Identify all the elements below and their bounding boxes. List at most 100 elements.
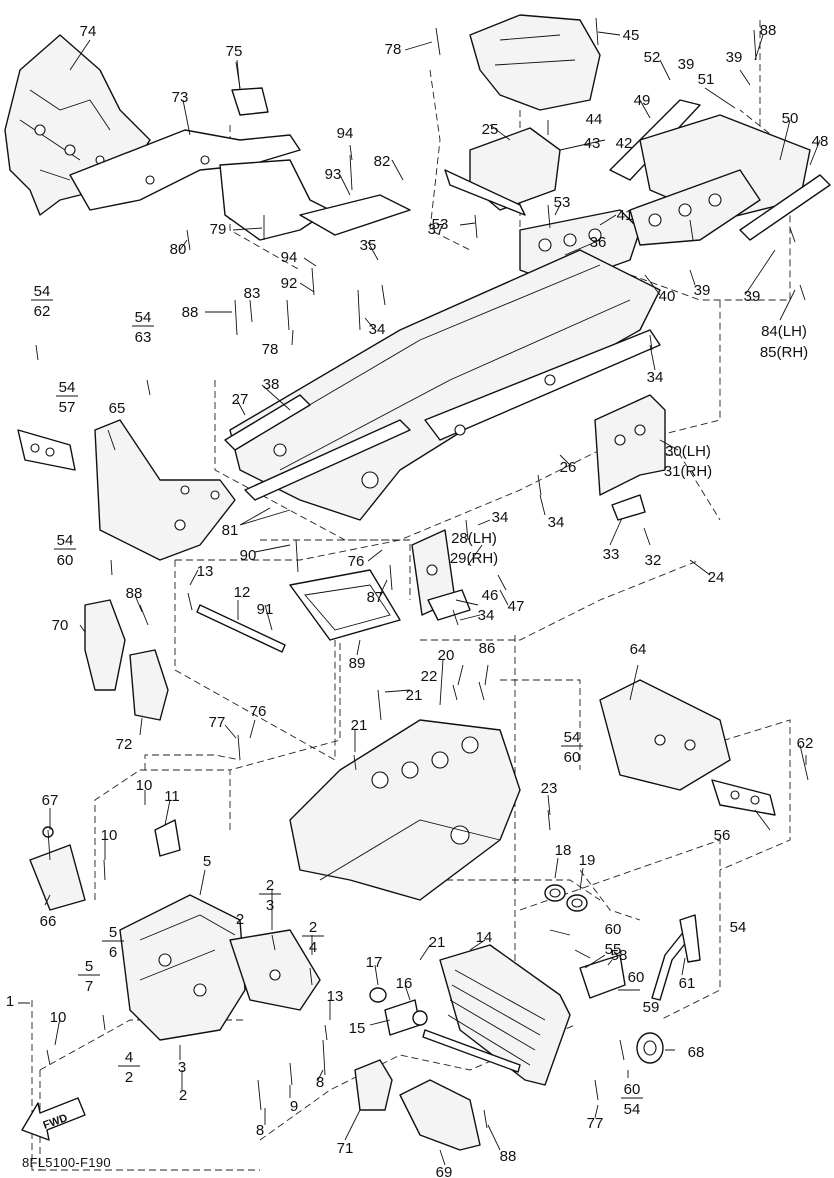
callout-84lh: 84(LH) xyxy=(761,323,807,340)
callout-32: 32 xyxy=(645,552,662,569)
callout-82: 82 xyxy=(374,153,391,170)
part-72-cover xyxy=(129,649,169,721)
fraction-bottom: 54 xyxy=(624,1101,641,1118)
callout-66: 66 xyxy=(40,913,57,930)
callout-55: 55 xyxy=(605,941,622,958)
fraction-bottom: 60 xyxy=(57,552,74,569)
callout-39: 39 xyxy=(744,288,761,305)
callout-70: 70 xyxy=(52,617,69,634)
callout-59: 59 xyxy=(643,999,660,1016)
fraction-top: 54 xyxy=(564,729,581,746)
callout-12: 12 xyxy=(234,584,251,601)
part-28-29-plate xyxy=(411,529,471,621)
callout-22: 22 xyxy=(421,668,438,685)
callout-34: 34 xyxy=(548,514,565,531)
fraction-top: 54 xyxy=(34,283,51,300)
callout-33: 33 xyxy=(603,546,620,563)
callout-88: 88 xyxy=(182,304,199,321)
callout-19: 19 xyxy=(579,852,596,869)
fraction-bottom: 62 xyxy=(34,303,51,320)
callout-64: 64 xyxy=(630,641,647,658)
part-12-rod xyxy=(196,604,286,653)
callout-77: 77 xyxy=(587,1115,604,1132)
callout-75: 75 xyxy=(226,43,243,60)
callout-25: 25 xyxy=(482,121,499,138)
fraction-callout-4-2: 42 xyxy=(118,1049,140,1086)
fraction-top: 2 xyxy=(266,877,274,894)
callout-34: 34 xyxy=(369,321,386,338)
part-25-crossmember xyxy=(469,14,601,111)
callout-88: 88 xyxy=(126,585,143,602)
callout-93: 93 xyxy=(325,166,342,183)
callout-86: 86 xyxy=(479,640,496,657)
part-69-duct xyxy=(399,1079,481,1151)
callout-76: 76 xyxy=(250,703,267,720)
callout-21: 21 xyxy=(406,687,423,704)
part-15-16-17-shaft xyxy=(369,987,521,1073)
callout-21: 21 xyxy=(351,717,368,734)
callout-83: 83 xyxy=(244,285,261,302)
callout-10: 10 xyxy=(136,777,153,794)
fraction-top: 5 xyxy=(109,924,117,941)
callout-54: 54 xyxy=(730,919,747,936)
fasteners xyxy=(35,17,809,1129)
fraction-callout-5-7: 57 xyxy=(78,958,100,995)
callout-50: 50 xyxy=(782,110,799,127)
part-64-bracket xyxy=(599,679,731,791)
callout-88: 88 xyxy=(760,22,777,39)
callout-30lh: 30(LH) xyxy=(665,443,711,460)
part-89-plate xyxy=(289,569,401,641)
callout-37: 37 xyxy=(428,221,445,238)
fraction-bottom: 63 xyxy=(135,329,152,346)
callout-20: 20 xyxy=(438,647,455,664)
callout-44: 44 xyxy=(586,111,603,128)
fraction-callout-2-4: 24 xyxy=(302,919,324,956)
part-main-tunnel xyxy=(224,249,661,521)
callout-90: 90 xyxy=(240,547,257,564)
part-71-cover xyxy=(354,1059,393,1111)
callout-73: 73 xyxy=(172,89,189,106)
callout-5: 5 xyxy=(203,853,211,870)
callout-92: 92 xyxy=(281,275,298,292)
fraction-top: 54 xyxy=(59,379,76,396)
callout-34: 34 xyxy=(478,607,495,624)
callout-2: 2 xyxy=(179,1087,187,1104)
part-11-bracket xyxy=(154,819,181,857)
callout-77: 77 xyxy=(209,714,226,731)
part-65-bracket xyxy=(94,419,236,561)
fraction-bottom: 2 xyxy=(125,1069,133,1086)
callout-11: 11 xyxy=(164,788,180,805)
part-42-box xyxy=(444,127,561,216)
fraction-callout-5-6: 56 xyxy=(102,924,124,961)
fraction-bottom: 7 xyxy=(85,978,93,995)
fraction-bottom: 3 xyxy=(266,897,274,914)
callout-68: 68 xyxy=(688,1044,705,1061)
part-73-upper-rail xyxy=(69,129,331,241)
callout-79: 79 xyxy=(210,221,227,238)
callout-60: 60 xyxy=(605,921,622,938)
fraction-bottom: 6 xyxy=(109,944,117,961)
fraction-top: 60 xyxy=(624,1081,641,1098)
callout-46: 46 xyxy=(482,587,499,604)
callout-76: 76 xyxy=(348,553,365,570)
part-30-31-bracket xyxy=(594,394,666,496)
callout-17: 17 xyxy=(366,954,383,971)
callout-39: 39 xyxy=(694,282,711,299)
callout-39: 39 xyxy=(726,49,743,66)
part-66-bracket xyxy=(29,826,86,911)
part-58-59-61 xyxy=(579,914,701,1001)
callout-29rh: 29(RH) xyxy=(450,550,498,567)
callout-38: 38 xyxy=(263,376,280,393)
callout-36: 36 xyxy=(590,234,607,251)
fraction-bottom: 4 xyxy=(309,939,317,956)
callout-58: 58 xyxy=(611,947,628,964)
part-1-front-assembly xyxy=(119,894,321,1041)
callout-91: 91 xyxy=(257,601,274,618)
callout-9: 9 xyxy=(290,1098,298,1115)
part-70-cover xyxy=(84,599,126,691)
callout-78: 78 xyxy=(262,341,279,358)
callout-89: 89 xyxy=(349,655,366,672)
